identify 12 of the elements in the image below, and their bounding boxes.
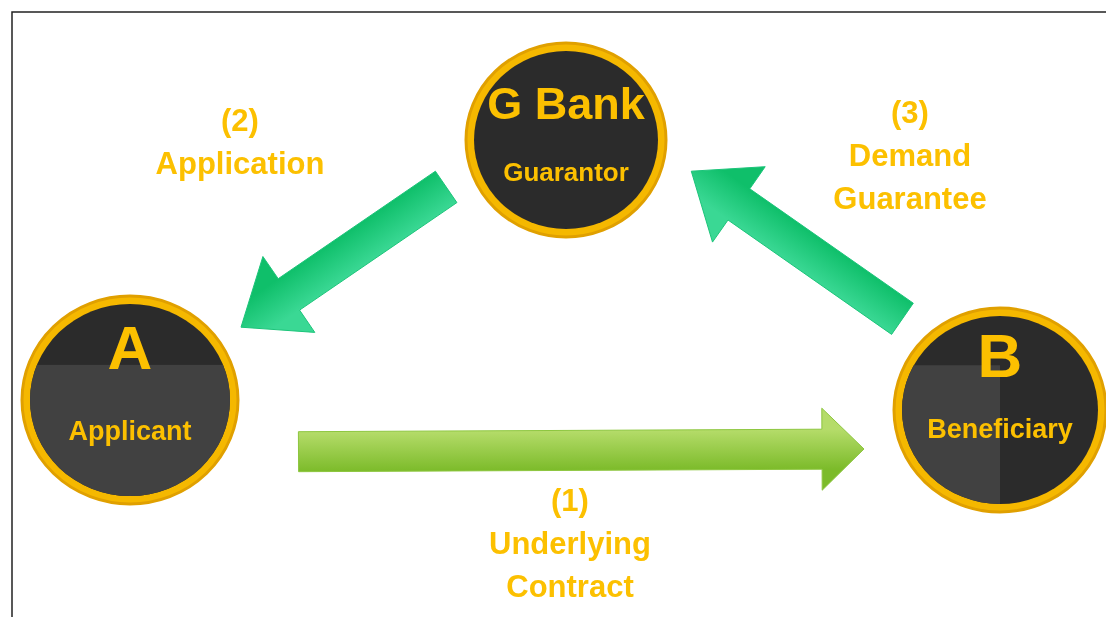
edge-label: (2) Application [154, 102, 326, 183]
block-arrow [240, 170, 458, 333]
edge-label: (1) Underlying Contract [488, 482, 652, 606]
node-subtitle: Beneficiary [926, 415, 1074, 445]
node-title: G Bank [486, 79, 646, 129]
block-arrow [297, 407, 865, 491]
block-arrow [690, 166, 914, 335]
node-subtitle: Guarantor [502, 157, 630, 187]
node-title: A [106, 313, 154, 383]
edge-label: (3) Demand Guarantee [832, 94, 988, 218]
node-title: B [976, 321, 1024, 391]
node-subtitle: Applicant [67, 417, 193, 447]
